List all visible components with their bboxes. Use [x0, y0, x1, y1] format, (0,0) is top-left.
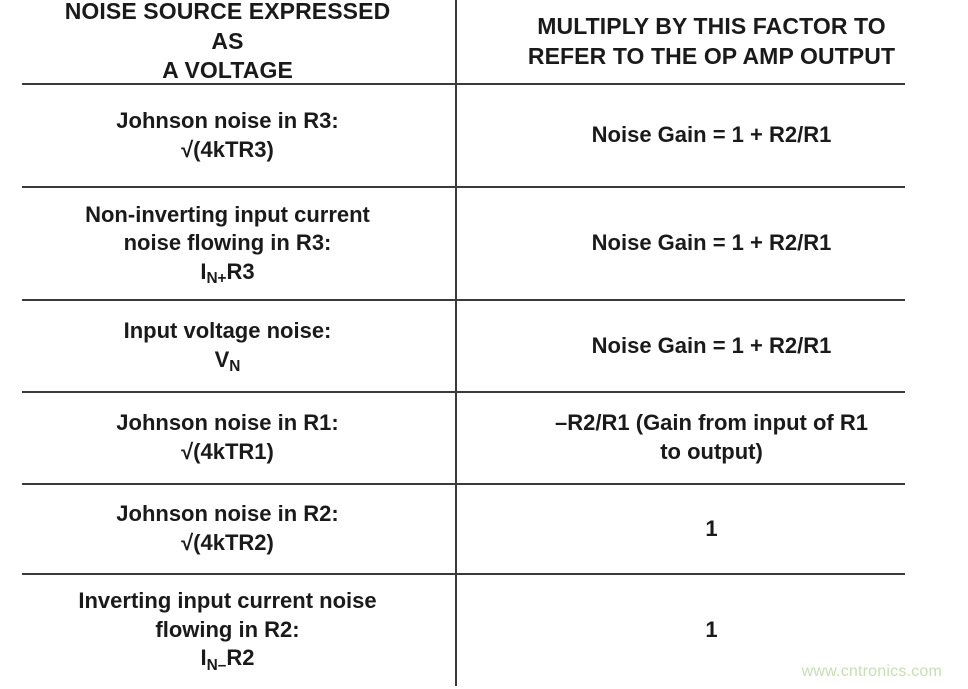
row-2-factor-cell: Noise Gain = 1 + R2/R1	[455, 301, 968, 391]
row-4-source-line1: Johnson noise in R2:	[116, 501, 339, 527]
header-left-line1: NOISE SOURCE EXPRESSED AS	[64, 0, 391, 54]
row-divider-2	[22, 299, 905, 301]
row-2-source-formula: VN	[34, 346, 421, 375]
row-4-source-line2: √(4kTR2)	[181, 530, 274, 555]
row-1-source-line1: Non-inverting input current	[85, 201, 370, 227]
row-3-factor-line2: to output)	[660, 439, 763, 464]
column-divider	[455, 0, 457, 686]
row-2-factor-line1: Noise Gain = 1 + R2/R1	[591, 332, 832, 358]
row-5-source-formula: IN–R2	[34, 644, 421, 673]
row-3-factor-line1: –R2/R1 (Gain from input of R1	[555, 410, 868, 436]
row-5-source-cell: Inverting input current noise flowing in…	[0, 575, 455, 685]
row-2-formula-base: V	[214, 347, 230, 372]
row-divider-1	[22, 186, 905, 188]
row-5-source-line2: flowing in R2:	[155, 616, 300, 642]
row-1-factor-cell: Noise Gain = 1 + R2/R1	[455, 188, 968, 299]
table-header-row: NOISE SOURCE EXPRESSED AS A VOLTAGE MULT…	[0, 0, 968, 83]
row-1-factor-line1: Noise Gain = 1 + R2/R1	[591, 230, 832, 256]
row-0-factor-line1: Noise Gain = 1 + R2/R1	[591, 122, 832, 148]
row-1-formula-tail: R3	[226, 258, 255, 284]
watermark: www.cntronics.com	[801, 663, 942, 680]
row-5-formula-base: I	[200, 645, 207, 671]
row-1-source-formula: IN+R3	[34, 258, 421, 287]
row-0-factor-cell: Noise Gain = 1 + R2/R1	[455, 85, 968, 186]
table-row: Johnson noise in R1: √(4kTR1) –R2/R1 (Ga…	[0, 393, 968, 483]
header-cell-multiply-factor: MULTIPLY BY THIS FACTOR TO REFER TO THE …	[455, 0, 968, 83]
row-1-source-line2: noise flowing in R3:	[123, 230, 332, 256]
row-0-source-cell: Johnson noise in R3: √(4kTR3)	[0, 85, 455, 186]
row-divider-5	[22, 573, 905, 575]
row-1-formula-subscript: N+	[206, 270, 227, 288]
row-1-source-cell: Non-inverting input current noise flowin…	[0, 188, 455, 299]
row-2-source-cell: Input voltage noise: VN	[0, 301, 455, 391]
row-3-factor-cell: –R2/R1 (Gain from input of R1 to output)	[455, 393, 968, 483]
row-3-source-line1: Johnson noise in R1:	[116, 410, 339, 436]
row-2-formula-subscript: N	[229, 358, 241, 376]
row-4-factor-line1: 1	[705, 515, 718, 541]
table-row: Input voltage noise: VN Noise Gain = 1 +…	[0, 301, 968, 391]
row-divider-4	[22, 483, 905, 485]
table-row: Johnson noise in R2: √(4kTR2) 1	[0, 485, 968, 573]
row-1-formula-base: I	[200, 258, 207, 284]
table-row: Non-inverting input current noise flowin…	[0, 188, 968, 299]
row-0-source-line1: Johnson noise in R3:	[116, 107, 339, 133]
header-cell-noise-source: NOISE SOURCE EXPRESSED AS A VOLTAGE	[0, 0, 455, 83]
row-4-factor-cell: 1	[455, 485, 968, 573]
row-3-source-cell: Johnson noise in R1: √(4kTR1)	[0, 393, 455, 483]
table-row: Johnson noise in R3: √(4kTR3) Noise Gain…	[0, 85, 968, 186]
row-3-source-line2: √(4kTR1)	[181, 439, 274, 464]
row-2-source-line1: Input voltage noise:	[123, 318, 332, 344]
header-right-line2: REFER TO THE OP AMP OUTPUT	[527, 42, 896, 69]
header-left-line2: A VOLTAGE	[162, 57, 293, 84]
row-divider-3	[22, 391, 905, 393]
row-5-formula-subscript: N–	[206, 656, 227, 674]
row-5-factor-cell: 1	[455, 575, 968, 685]
row-5-factor-line1: 1	[705, 616, 718, 642]
table-row: Inverting input current noise flowing in…	[0, 575, 968, 685]
row-5-source-line1: Inverting input current noise	[78, 588, 377, 614]
row-4-source-cell: Johnson noise in R2: √(4kTR2)	[0, 485, 455, 573]
header-right-line1: MULTIPLY BY THIS FACTOR TO	[537, 12, 886, 39]
header-rule	[22, 83, 905, 85]
row-5-formula-tail: R2	[226, 645, 255, 671]
row-0-source-line2: √(4kTR3)	[181, 136, 274, 162]
